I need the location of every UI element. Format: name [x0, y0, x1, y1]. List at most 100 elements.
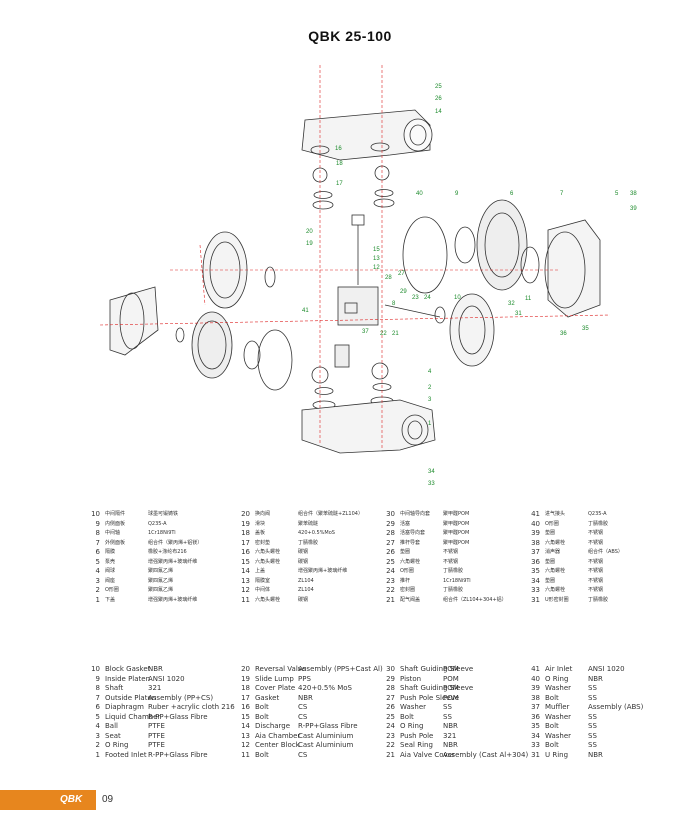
- part-number: 35: [531, 722, 540, 730]
- part-name: 阀座: [105, 577, 116, 584]
- callout-label: 34: [428, 469, 435, 475]
- part-material: NBR: [443, 741, 458, 749]
- part-name: Cover Plate: [255, 684, 296, 692]
- part-number: 30: [386, 510, 395, 518]
- part-name: O Ring: [545, 674, 569, 683]
- part-material: CS: [298, 750, 308, 759]
- page-title: QBK 25-100: [308, 28, 392, 44]
- part-name: Shaft Guiding Sleeve: [400, 684, 474, 692]
- part-number: 12: [241, 586, 250, 594]
- part-number: 13: [241, 576, 250, 585]
- part-name: 垫圈: [545, 530, 556, 536]
- part-name: Washer: [545, 684, 572, 692]
- part-name: 六角头螺栓: [255, 549, 281, 555]
- footer-accent-bar: [0, 790, 96, 810]
- callout-label: 35: [582, 326, 589, 332]
- part-material: 聚四氟乙烯: [148, 568, 174, 574]
- part-name: 六角头螺栓: [255, 558, 281, 565]
- callout-label: 5: [615, 191, 619, 197]
- part-number: 39: [531, 684, 540, 692]
- part-number: 11: [241, 750, 250, 759]
- part-name: 垫圈: [400, 549, 411, 555]
- part-name: 上盖: [255, 568, 266, 574]
- part-name: 内侧面板: [105, 520, 126, 527]
- part-number: 26: [386, 703, 395, 711]
- part-name: O形圈: [545, 520, 559, 527]
- part-number: 2: [95, 741, 100, 749]
- part-number: 15: [241, 712, 250, 721]
- part-material: 聚四氟乙烯: [148, 587, 174, 593]
- part-material: SS: [443, 712, 452, 721]
- part-number: 38: [531, 538, 540, 547]
- callout-label: 25: [435, 84, 442, 90]
- callout-label: 16: [335, 146, 342, 152]
- part-name: Bolt: [545, 693, 559, 702]
- part-number: 37: [531, 703, 540, 711]
- part-name: 消声器: [545, 549, 561, 555]
- part-material: R-PP+Glass Fibre: [148, 750, 208, 759]
- callout-label: 33: [428, 481, 435, 487]
- part-name: 活塞导向套: [400, 530, 426, 536]
- part-number: 6: [95, 703, 100, 711]
- callout-label: 23: [412, 295, 419, 301]
- part-number: 23: [386, 731, 395, 740]
- part-material: NBR: [588, 674, 603, 683]
- part-material: 1Cr18Ni9Ti: [443, 577, 471, 584]
- callout-label: 31: [515, 311, 522, 317]
- part-material: SS: [588, 693, 597, 702]
- part-number: 33: [531, 741, 540, 749]
- part-material: 不锈钢: [588, 530, 604, 536]
- part-material: 不锈钢: [588, 558, 604, 565]
- part-name: O形圈: [400, 568, 414, 574]
- part-material: 聚甲醛POM: [443, 520, 470, 527]
- part-number: 8: [95, 684, 100, 692]
- part-material: 增强聚丙烯+玻璃纤维: [298, 568, 348, 574]
- footer-brand: QBK: [60, 794, 83, 805]
- callout-label: 36: [560, 331, 567, 337]
- part-name: 六角螺栓: [545, 568, 566, 574]
- part-number: 5: [95, 712, 100, 721]
- callout-label: 21: [392, 331, 399, 337]
- part-name: Seal Ring: [400, 741, 433, 749]
- part-number: 13: [241, 731, 250, 740]
- part-number: 33: [531, 586, 540, 594]
- part-material: 聚四氟乙烯: [148, 577, 174, 584]
- part-number: 34: [531, 576, 540, 585]
- part-number: 30: [386, 665, 395, 673]
- part-name: Gasket: [255, 693, 280, 702]
- part-material: 不锈钢: [588, 587, 604, 593]
- part-name: 阀球: [105, 568, 116, 574]
- part-name: 垫圈: [545, 577, 556, 584]
- part-number: 19: [241, 519, 250, 528]
- part-name: Bolt: [545, 741, 559, 749]
- part-material: 不锈钢: [443, 558, 459, 565]
- part-name: Outside Platen: [105, 693, 157, 702]
- part-number: 28: [386, 529, 395, 537]
- part-material: POM: [443, 665, 459, 673]
- part-name: Shaft: [105, 684, 124, 692]
